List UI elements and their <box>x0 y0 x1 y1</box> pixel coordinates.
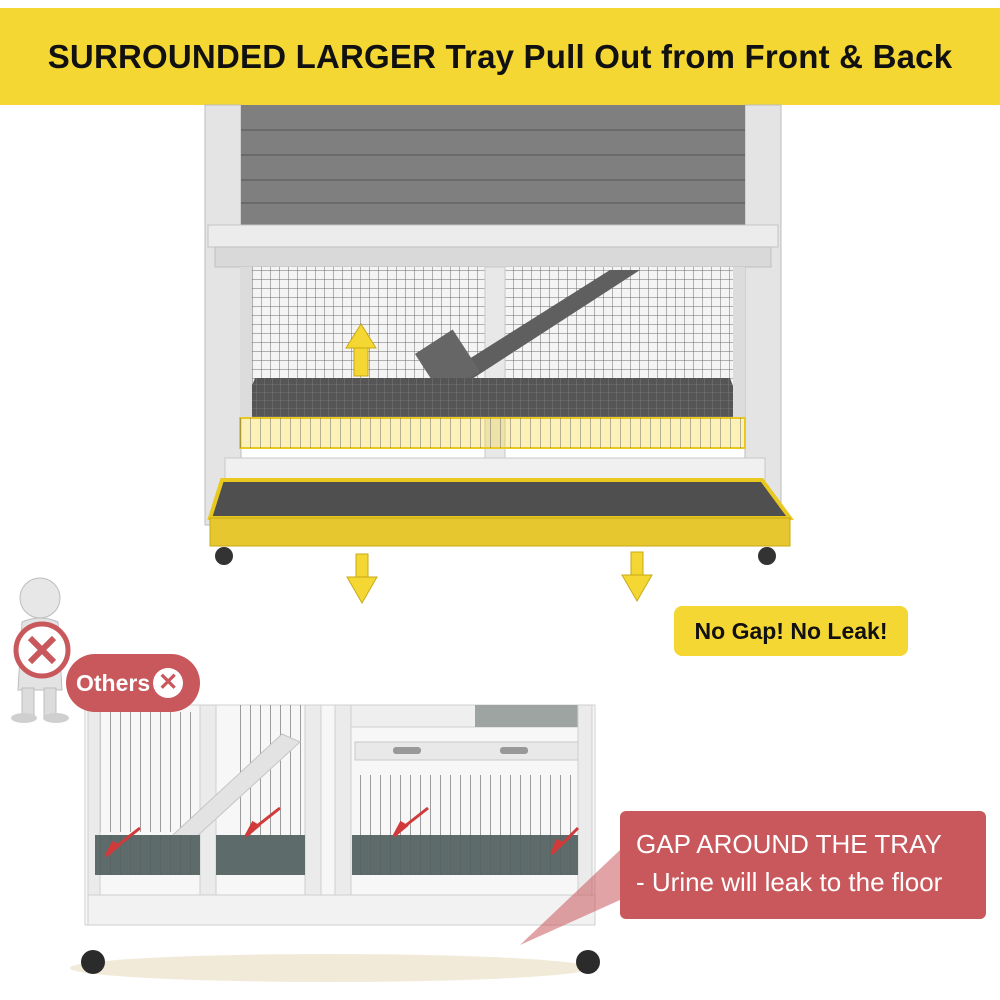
header-banner: SURROUNDED LARGER Tray Pull Out from Fro… <box>0 8 1000 105</box>
others-badge: Others ✕ <box>66 654 200 712</box>
up-arrow-icon <box>345 323 377 377</box>
cross-icon: ✕ <box>153 668 184 698</box>
no-gap-label: No Gap! No Leak! <box>694 617 888 644</box>
figure-icon <box>11 577 71 723</box>
no-gap-badge: No Gap! No Leak! <box>674 606 908 656</box>
down-arrow-icon <box>346 553 378 605</box>
down-arrow-icon <box>621 551 653 603</box>
gap-warning-title: GAP AROUND THE TRAY <box>636 829 942 859</box>
top-hutch <box>204 104 794 565</box>
comparison-hutch <box>70 704 620 982</box>
gap-warning-subtitle: - Urine will leak to the floor <box>636 867 943 897</box>
gap-warning-callout: GAP AROUND THE TRAY - Urine will leak to… <box>620 811 986 919</box>
banner-title: SURROUNDED LARGER Tray Pull Out from Fro… <box>47 37 953 75</box>
others-label: Others <box>76 669 151 696</box>
